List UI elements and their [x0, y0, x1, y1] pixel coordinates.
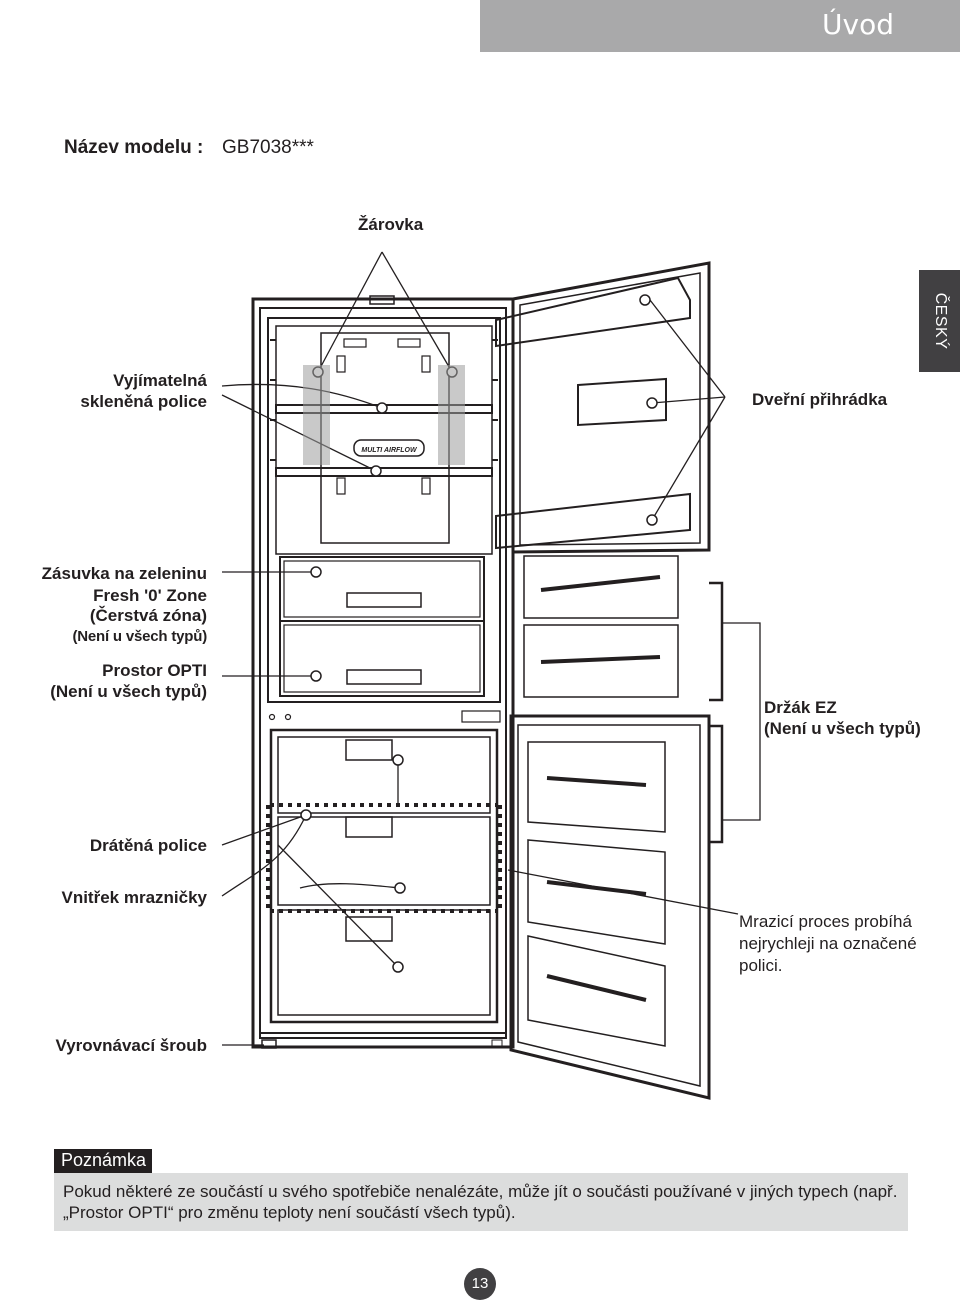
label-freeze-note-1: Mrazicí proces probíhá — [739, 912, 912, 931]
label-freeze-note-3: polici. — [739, 956, 783, 975]
label-ez-handle-1: Držák EZ — [764, 698, 837, 717]
label-opti-1: Prostor OPTI — [102, 661, 207, 680]
note-badge: Poznámka — [54, 1149, 153, 1173]
label-glass-shelf-1: Vyjímatelná — [113, 371, 207, 390]
fridge-compartment — [267, 317, 501, 703]
label-ez-handle-2: (Není u všech typů) — [764, 719, 921, 738]
label-leveling-screw: Vyrovnávací šroub — [55, 1036, 208, 1055]
label-fresh-zone-1: Fresh '0' Zone — [93, 586, 207, 605]
label-wire-shelf: Drátěná police — [89, 836, 207, 855]
filter-panel-left — [303, 365, 330, 465]
label-fresh-zone-2: (Čerstvá zóna) — [89, 606, 207, 625]
label-veg-drawer: Zásuvka na zeleninu — [41, 564, 207, 583]
glass-shelf-lower — [275, 467, 493, 477]
cabinet-outline — [251, 297, 515, 1049]
airflow-badge — [353, 439, 425, 457]
label-glass-shelf-2: skleněná police — [80, 392, 207, 411]
filter-panel-right — [438, 365, 465, 465]
fresh-zone-drawer — [279, 556, 485, 622]
language-tab: ČESKÝ — [919, 270, 960, 372]
label-door-bin: Dveřní přihrádka — [752, 390, 888, 409]
fridge-diagram: MULTI AIRFLOW — [221, 251, 761, 1100]
freezer-door — [509, 714, 711, 1100]
label-fresh-zone-3: (Není u všech typů) — [72, 628, 207, 645]
model-value: GB7038*** — [222, 137, 314, 158]
page-section-title: Úvod — [822, 8, 894, 41]
page-number: 13 — [464, 1268, 496, 1300]
note-box: Pokud některé ze součástí u svého spotře… — [54, 1173, 908, 1231]
label-bulb: Žárovka — [358, 215, 424, 234]
model-name: Název modelu : GB7038*** — [64, 137, 314, 159]
door-bin-middle — [577, 377, 667, 427]
header-bar — [480, 0, 960, 52]
ez-handle-upper — [709, 581, 724, 702]
door-bin-top — [495, 276, 691, 348]
lamp-housing — [369, 295, 395, 305]
note-text: Pokud některé ze součástí u svého spotře… — [63, 1182, 898, 1222]
airflow-badge-text: MULTI AIRFLOW — [361, 447, 418, 454]
label-freeze-note-2: nejrychleji na označené — [739, 934, 917, 953]
label-freezer-inside: Vnitřek mrazničky — [61, 888, 207, 907]
freezer-compartment — [269, 728, 499, 1024]
opti-drawer — [279, 620, 485, 697]
model-label: Název modelu : — [64, 137, 204, 158]
door-bin-bottom — [495, 492, 691, 550]
label-opti-2: (Není u všech typů) — [50, 682, 207, 701]
ez-handle-lower — [709, 724, 724, 844]
fridge-door — [511, 261, 711, 554]
